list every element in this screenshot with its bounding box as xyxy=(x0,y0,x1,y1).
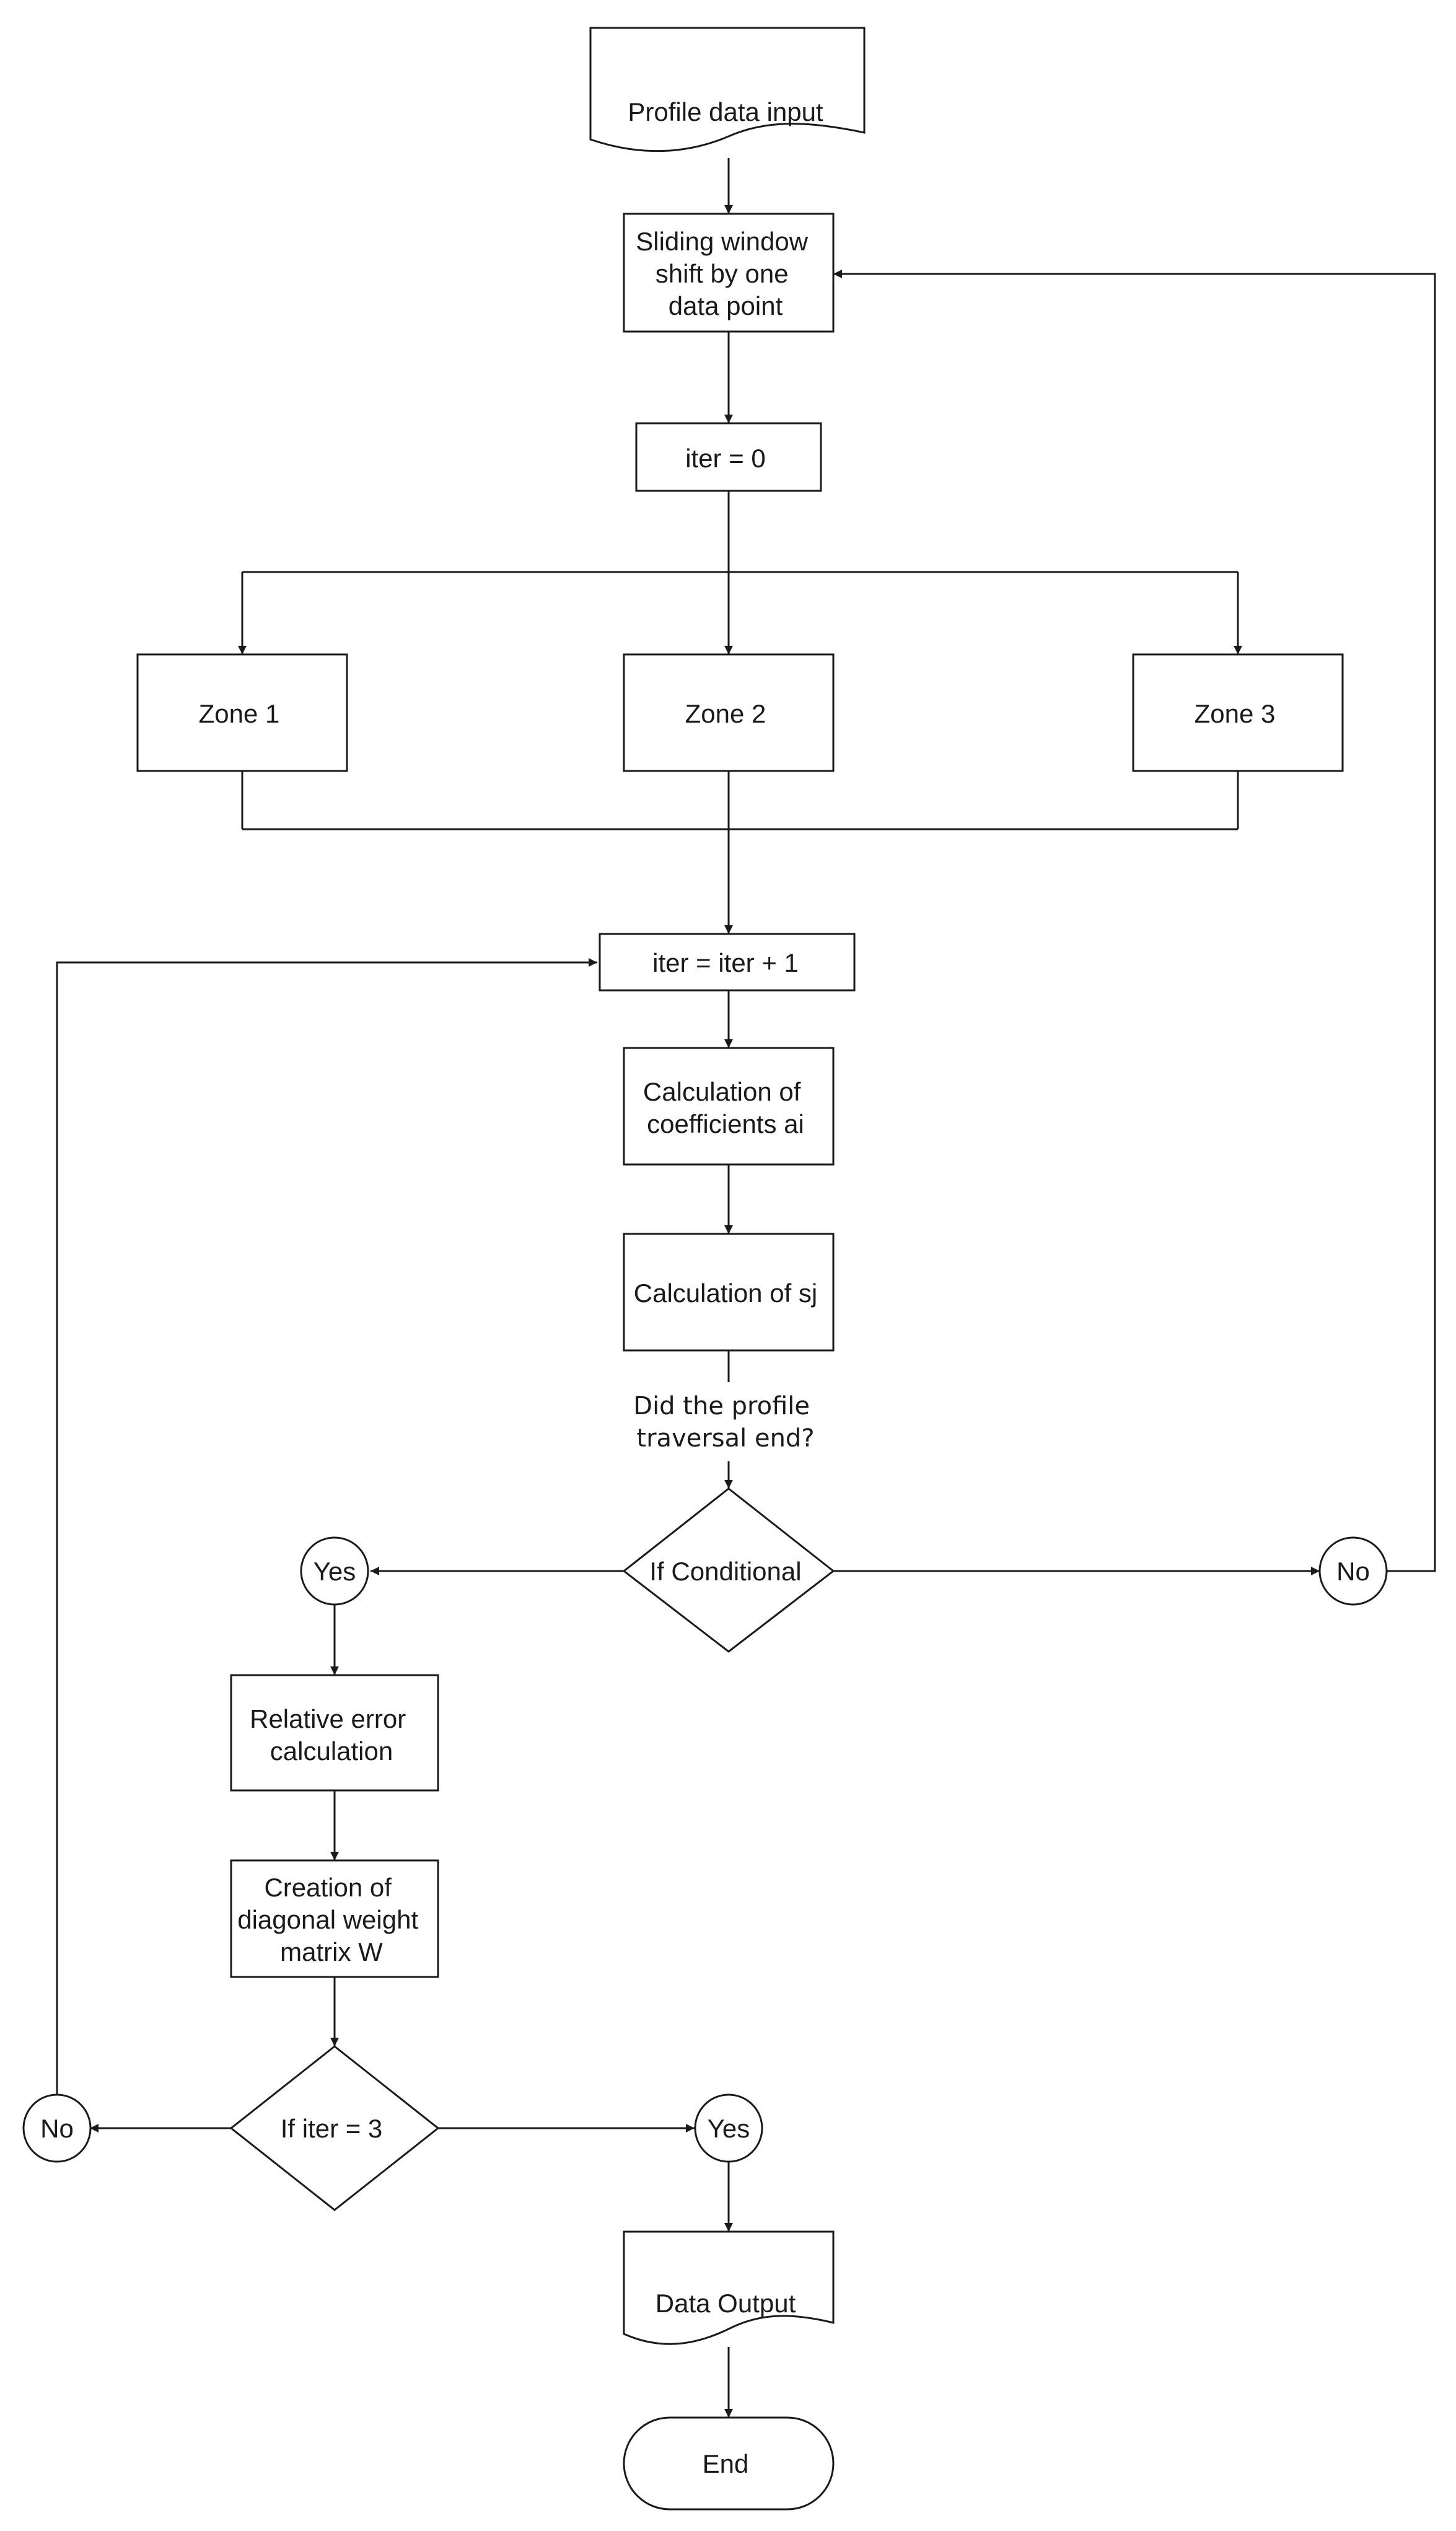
node-calc-sj-label: Calculation of sj xyxy=(634,1279,817,1308)
node-end-label: End xyxy=(703,2449,749,2478)
node-no-iter-line-1: No xyxy=(40,2114,74,2143)
node-relative-error-label: Relative error calculation xyxy=(250,1704,413,1766)
node-calc-coefficients-line-2: coefficients ai xyxy=(647,1109,804,1138)
node-weight-matrix-line-1: Creation of xyxy=(264,1873,392,1902)
node-if-conditional-label: If Conditional xyxy=(649,1557,801,1586)
node-yes-iter-label: Yes xyxy=(708,2114,750,2143)
node-calc-sj-line-1: Calculation of sj xyxy=(634,1279,817,1308)
node-profile-input-label: Profile data input xyxy=(628,97,823,126)
edge-label-traversal-question: Did the profile traversal end? xyxy=(633,1392,817,1453)
node-yes-traversal-label: Yes xyxy=(314,1557,356,1586)
node-no-iter-label: No xyxy=(40,2114,74,2143)
node-profile-input-line-1: Profile data input xyxy=(628,97,823,126)
node-if-iter-line-1: If iter = 3 xyxy=(281,2114,383,2143)
node-data-output-label: Data Output xyxy=(656,2289,796,2318)
node-iter-increment-label: iter = iter + 1 xyxy=(652,948,799,977)
node-relative-error-line-1: Relative error xyxy=(250,1704,406,1733)
edge-no-loop-to-increment xyxy=(56,958,597,2095)
node-relative-error-line-2: calculation xyxy=(270,1736,393,1766)
node-iter-increment-line-1: iter = iter + 1 xyxy=(652,948,799,977)
edge-no-loop-to-window xyxy=(833,270,1436,1572)
node-iter-increment: iter = iter + 1 xyxy=(599,933,856,992)
node-no-traversal: No xyxy=(1318,1536,1388,1606)
node-relative-error: Relative error calculation xyxy=(230,1674,439,1792)
edge-label-traversal-line-2: traversal end? xyxy=(636,1424,814,1453)
node-yes-traversal-line-1: Yes xyxy=(314,1557,356,1586)
node-weight-matrix: Creation of diagonal weight matrix W xyxy=(230,1859,439,1978)
node-iter-init-label: iter = 0 xyxy=(685,444,766,473)
node-zone3-label: Zone 3 xyxy=(1195,699,1276,728)
node-zone2: Zone 2 xyxy=(623,653,835,772)
node-no-iter: No xyxy=(22,2093,92,2163)
node-calc-coefficients-label: Calculation of coefficients ai xyxy=(643,1077,808,1138)
node-end: End xyxy=(623,2416,835,2511)
node-zone1-line-1: Zone 1 xyxy=(199,699,280,728)
node-yes-traversal: Yes xyxy=(300,1536,369,1606)
node-weight-matrix-label: Creation of diagonal weight matrix W xyxy=(237,1873,426,1966)
edges xyxy=(56,158,1436,2418)
node-yes-iter-line-1: Yes xyxy=(708,2114,750,2143)
node-zone1: Zone 1 xyxy=(136,653,348,772)
node-data-output-line-1: Data Output xyxy=(656,2289,796,2318)
node-zone1-label: Zone 1 xyxy=(199,699,280,728)
node-calc-coefficients: Calculation of coefficients ai xyxy=(623,1047,835,1166)
node-zone2-line-1: Zone 2 xyxy=(685,699,766,728)
node-yes-iter: Yes xyxy=(694,2093,763,2163)
node-if-iter-label: If iter = 3 xyxy=(281,2114,383,2143)
node-sliding-window: Sliding window shift by one data point xyxy=(623,213,835,333)
node-sliding-window-label: Sliding window shift by one data point xyxy=(636,227,815,320)
node-iter-init: iter = 0 xyxy=(635,422,822,492)
node-calc-coefficients-line-1: Calculation of xyxy=(643,1077,801,1106)
node-calc-sj: Calculation of sj xyxy=(623,1233,835,1352)
node-sliding-window-line-2: shift by one xyxy=(656,259,789,288)
node-if-iter: If iter = 3 xyxy=(229,2045,440,2211)
node-no-traversal-label: No xyxy=(1336,1557,1370,1586)
node-sliding-window-line-3: data point xyxy=(669,291,783,320)
node-data-output: Data Output xyxy=(623,2230,835,2345)
node-if-conditional: If Conditional xyxy=(622,1487,835,1653)
node-sliding-window-line-1: Sliding window xyxy=(636,227,808,256)
node-zone2-label: Zone 2 xyxy=(685,699,766,728)
node-no-traversal-line-1: No xyxy=(1336,1557,1370,1586)
node-profile-input: Profile data input xyxy=(589,27,866,152)
node-if-conditional-line-1: If Conditional xyxy=(649,1557,801,1586)
node-weight-matrix-line-3: matrix W xyxy=(280,1937,383,1966)
node-zone3: Zone 3 xyxy=(1132,653,1344,772)
node-iter-init-line-1: iter = 0 xyxy=(685,444,766,473)
node-weight-matrix-line-2: diagonal weight xyxy=(237,1905,418,1934)
node-end-line-1: End xyxy=(703,2449,749,2478)
node-zone3-line-1: Zone 3 xyxy=(1195,699,1276,728)
edge-label-traversal-line-1: Did the profile xyxy=(633,1392,810,1420)
